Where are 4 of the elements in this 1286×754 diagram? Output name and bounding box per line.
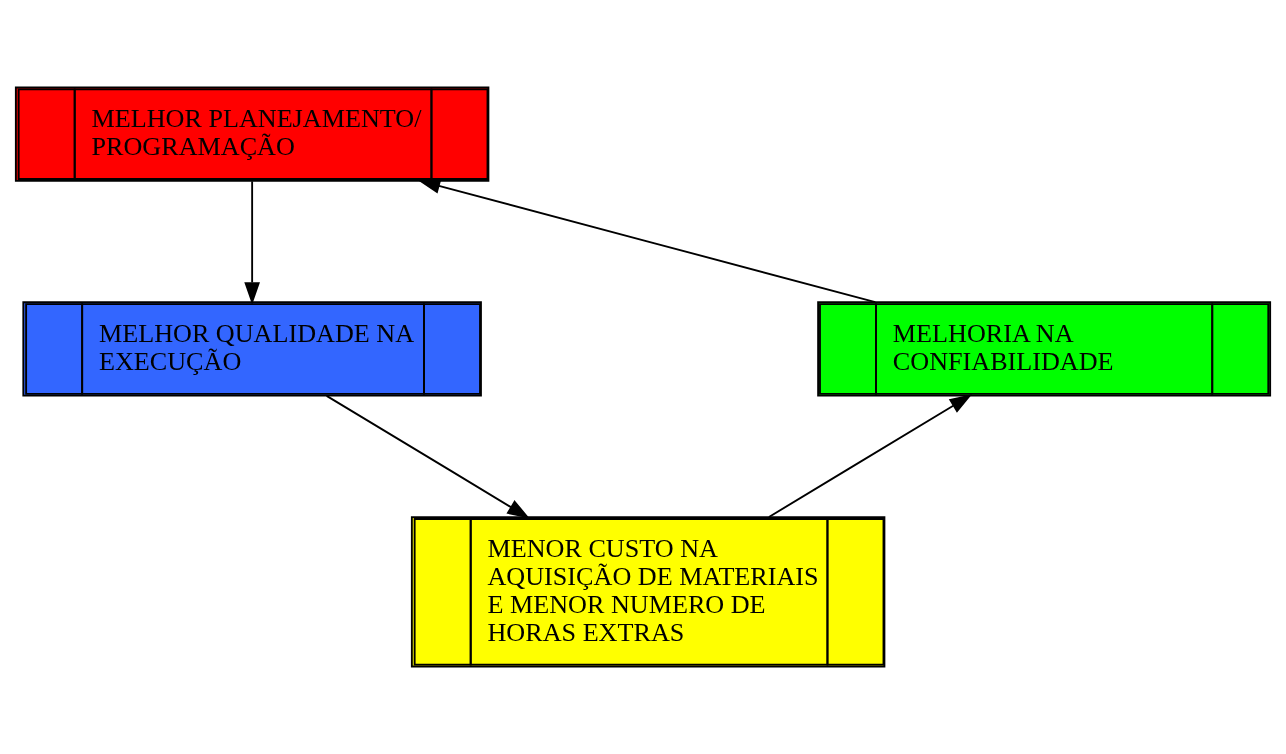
arrow <box>417 178 877 304</box>
arrow <box>325 394 530 519</box>
arrow <box>244 180 260 305</box>
arrow <box>768 394 973 518</box>
